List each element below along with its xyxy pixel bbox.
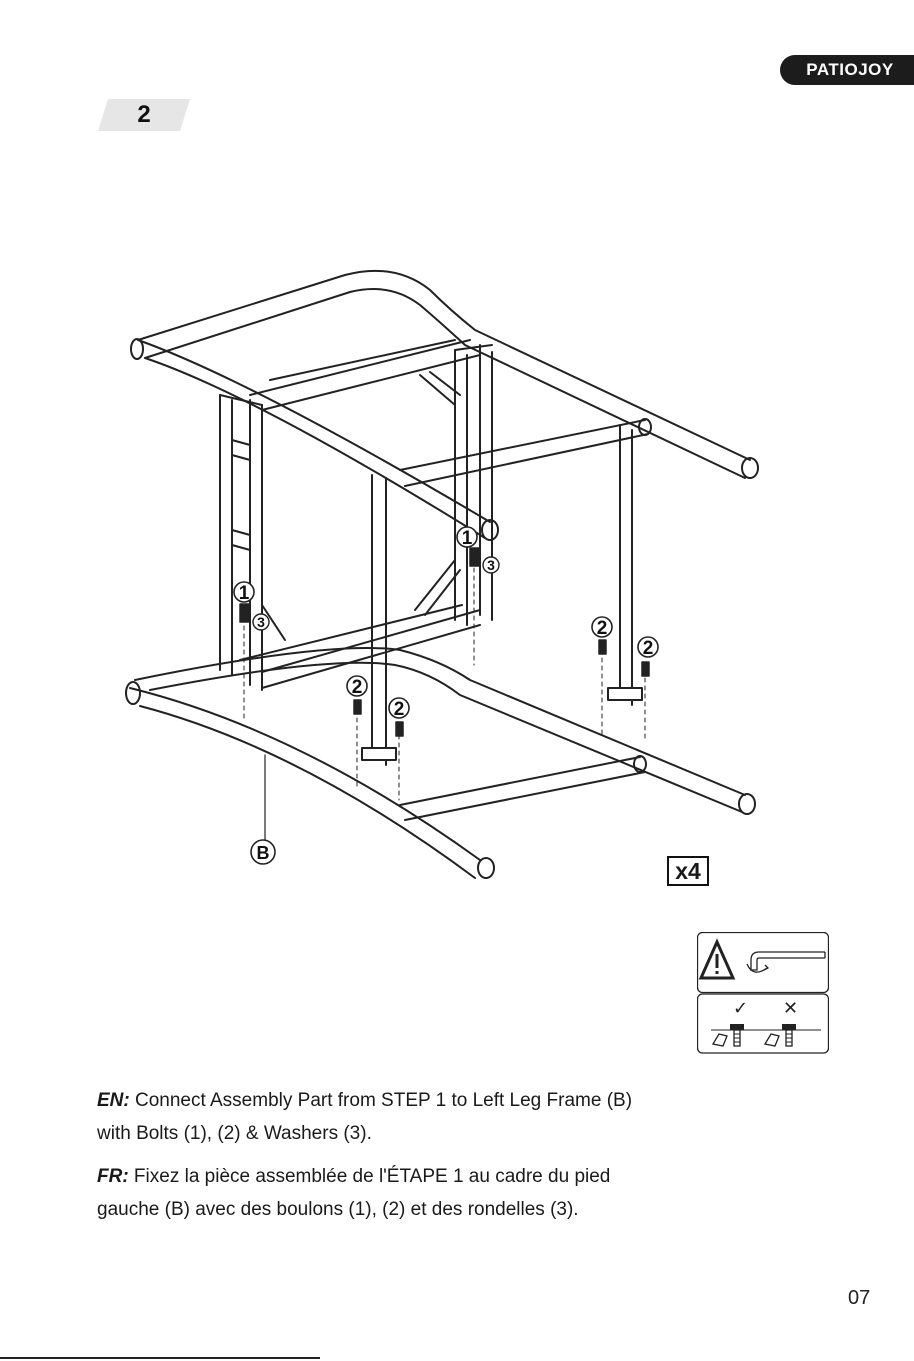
callout-bolt-2-d: 2 [638,637,658,659]
svg-text:1: 1 [239,583,250,604]
svg-text:2: 2 [643,638,654,659]
callout-bolt-2-a: 2 [347,676,367,698]
callout-frame-b: B [251,755,275,864]
instruction-en: EN: Connect Assembly Part from STEP 1 to… [97,1084,797,1150]
page-number: 07 [848,1287,870,1310]
instruction-fr: FR: Fixez la pièce assemblée de l'ÉTAPE … [97,1160,797,1226]
svg-text:2: 2 [597,618,608,639]
callout-bolt-1-b: 1 [457,527,477,549]
warning-panel: ✓ ✕ [697,932,829,1054]
wrong-mark-icon: ✕ [783,998,798,1019]
instruction-en-prefix: EN: [97,1090,130,1111]
assembly-diagram: 1 3 1 3 2 2 2 2 B [0,0,914,900]
svg-text:✓: ✓ [733,998,748,1019]
instruction-en-text: Connect Assembly Part from STEP 1 to Lef… [130,1090,632,1111]
instruction-fr-text-2: gauche (B) avec des boulons (1), (2) et … [97,1193,797,1226]
svg-text:B: B [257,843,270,863]
svg-text:1: 1 [462,528,473,549]
correct-mark-icon: ✓ [733,998,748,1019]
warning-triangle-icon [701,942,733,978]
callout-washer-3-a: 3 [253,614,269,630]
svg-text:2: 2 [394,699,405,720]
svg-text:✕: ✕ [783,998,798,1019]
svg-text:2: 2 [352,677,363,698]
instruction-fr-text: Fixez la pièce assemblée de l'ÉTAPE 1 au… [129,1166,611,1187]
svg-text:3: 3 [487,557,495,573]
svg-text:3: 3 [257,614,265,630]
hex-key-icon [747,952,825,972]
quantity-box: x4 [667,856,709,886]
instruction-fr-prefix: FR: [97,1166,129,1187]
callout-bolt-2-b: 2 [389,698,409,720]
instruction-en-text-2: with Bolts (1), (2) & Washers (3). [97,1117,797,1150]
footer-rule [0,1357,320,1359]
callout-bolt-2-c: 2 [592,617,612,639]
callout-washer-3-b: 3 [483,557,499,573]
